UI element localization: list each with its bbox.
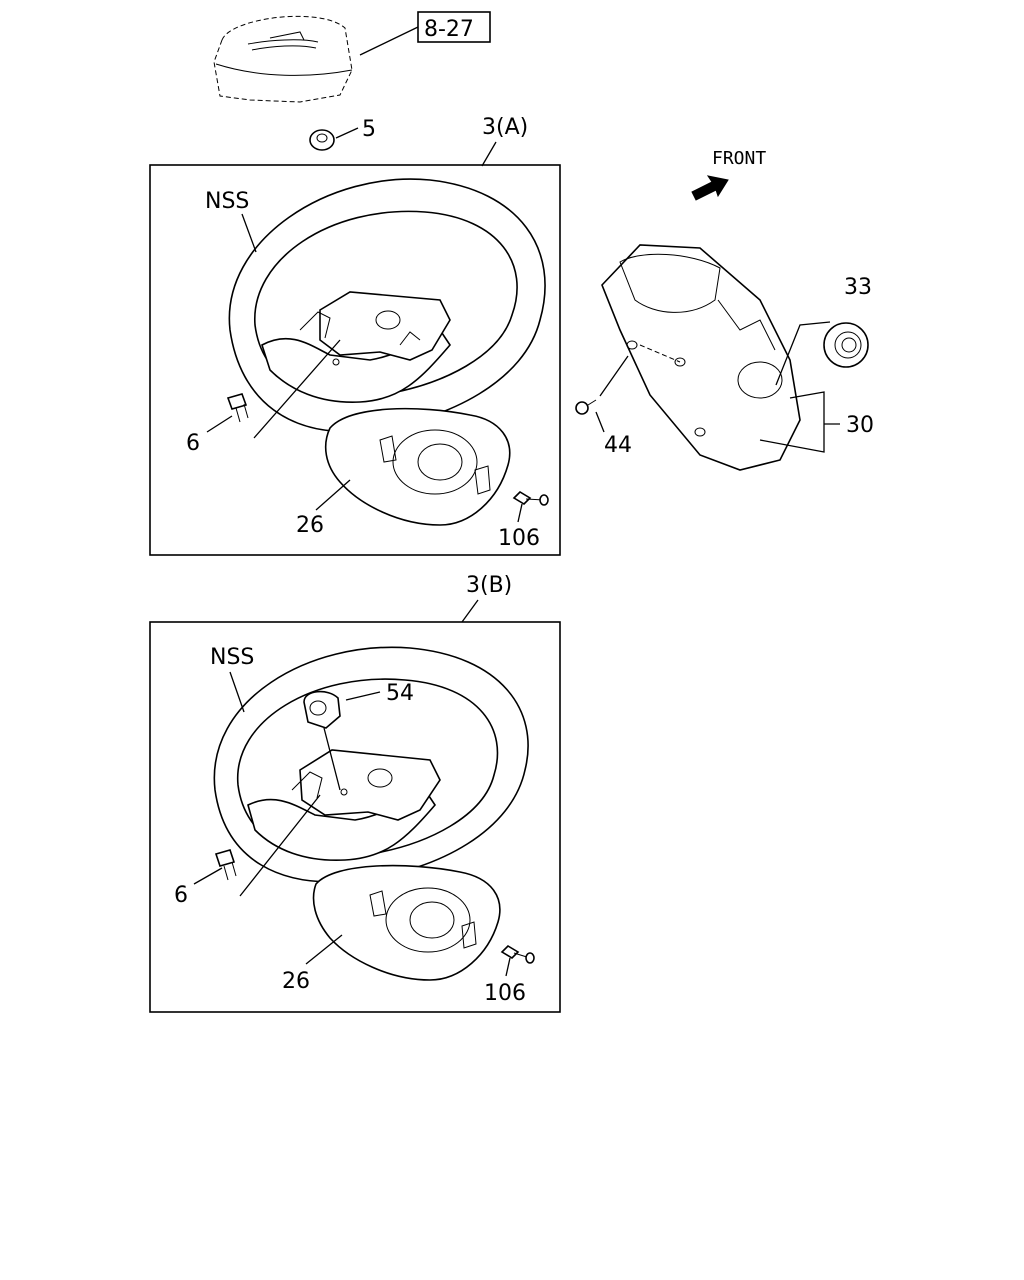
front-arrow-icon (691, 175, 729, 201)
callout-a-6: 6 (186, 431, 200, 456)
frame-group-b (149, 621, 561, 1013)
leader-group-a (481, 141, 497, 167)
front-label: FRONT (712, 148, 766, 169)
frame-group-a (149, 164, 561, 556)
reference-box-label: 8-27 (424, 17, 474, 42)
callout-b-54: 54 (386, 681, 414, 706)
nut-part-5 (309, 129, 335, 151)
grommet-part-33 (823, 322, 869, 368)
leader-group-b (461, 599, 479, 623)
lower-cover-a-26 (324, 407, 511, 526)
leader-part-30 (759, 391, 840, 453)
bolt-a-6 (226, 393, 249, 423)
callout-b-26: 26 (282, 969, 310, 994)
callout-a-106: 106 (498, 526, 540, 551)
leader-part-5 (335, 127, 359, 139)
leader-a-26 (315, 479, 351, 511)
callout-b-nss: NSS (210, 645, 254, 670)
lower-cover-b-26 (312, 864, 501, 981)
leader-b-26 (305, 934, 343, 965)
leader-b-106 (505, 957, 511, 977)
screw-guide-44 (639, 344, 681, 363)
leader-b-6 (193, 794, 321, 897)
screw-part-44 (575, 399, 597, 415)
leader-ref-box (359, 26, 419, 56)
callout-a-nss: NSS (205, 189, 249, 214)
callout-b-106: 106 (484, 981, 526, 1006)
callout-group-a: 3(A) (482, 115, 528, 140)
reference-box[interactable]: 8-27 (417, 11, 491, 43)
callout-group-b: 3(B) (466, 573, 512, 598)
callout-30: 30 (846, 413, 874, 438)
sensor-b-54 (303, 690, 341, 729)
steering-wheel-a (228, 178, 546, 433)
bolt-a-106 (512, 490, 549, 506)
leader-b-54 (323, 691, 381, 791)
steering-wheel-b (213, 646, 529, 883)
leader-a-6 (206, 339, 341, 439)
column-cover-part-30 (601, 244, 801, 471)
callout-5: 5 (362, 117, 376, 142)
leader-b-nss (229, 671, 245, 713)
callout-33: 33 (844, 275, 872, 300)
leader-a-nss (241, 213, 257, 253)
bolt-b-6 (214, 849, 237, 881)
leader-part-33 (775, 321, 831, 386)
callout-44: 44 (604, 433, 632, 458)
callout-b-6: 6 (174, 883, 188, 908)
bolt-b-106 (500, 944, 535, 964)
horn-pad-cover (213, 15, 353, 103)
leader-part-44 (595, 355, 629, 433)
leader-a-106 (517, 503, 523, 523)
callout-a-26: 26 (296, 513, 324, 538)
